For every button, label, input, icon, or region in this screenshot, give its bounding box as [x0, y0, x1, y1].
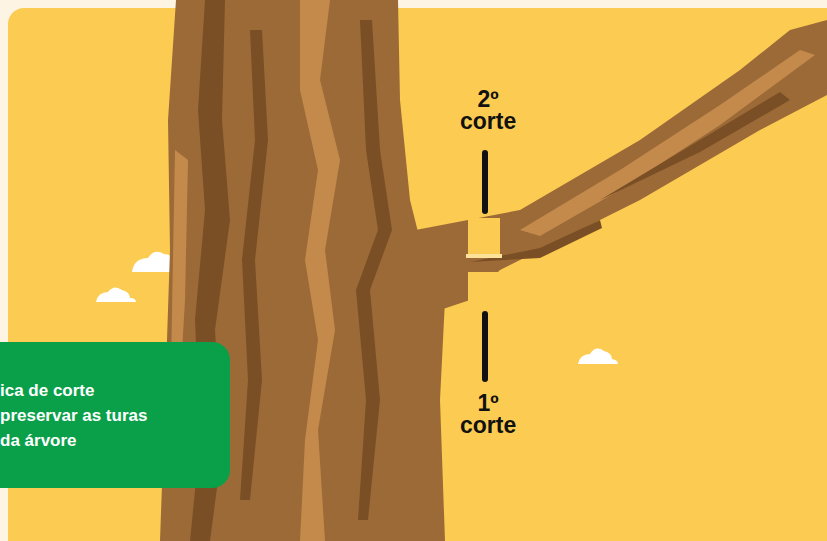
cut-markers — [482, 153, 488, 379]
cut-label: 1º corte — [460, 392, 516, 436]
cut-label: 2º corte — [460, 88, 516, 132]
note-text: ica de corte preservar as turas da árvor… — [0, 378, 150, 453]
branch — [405, 20, 827, 310]
cut-notches — [466, 218, 502, 308]
note-box: ica de corte preservar as turas da árvor… — [0, 342, 230, 488]
